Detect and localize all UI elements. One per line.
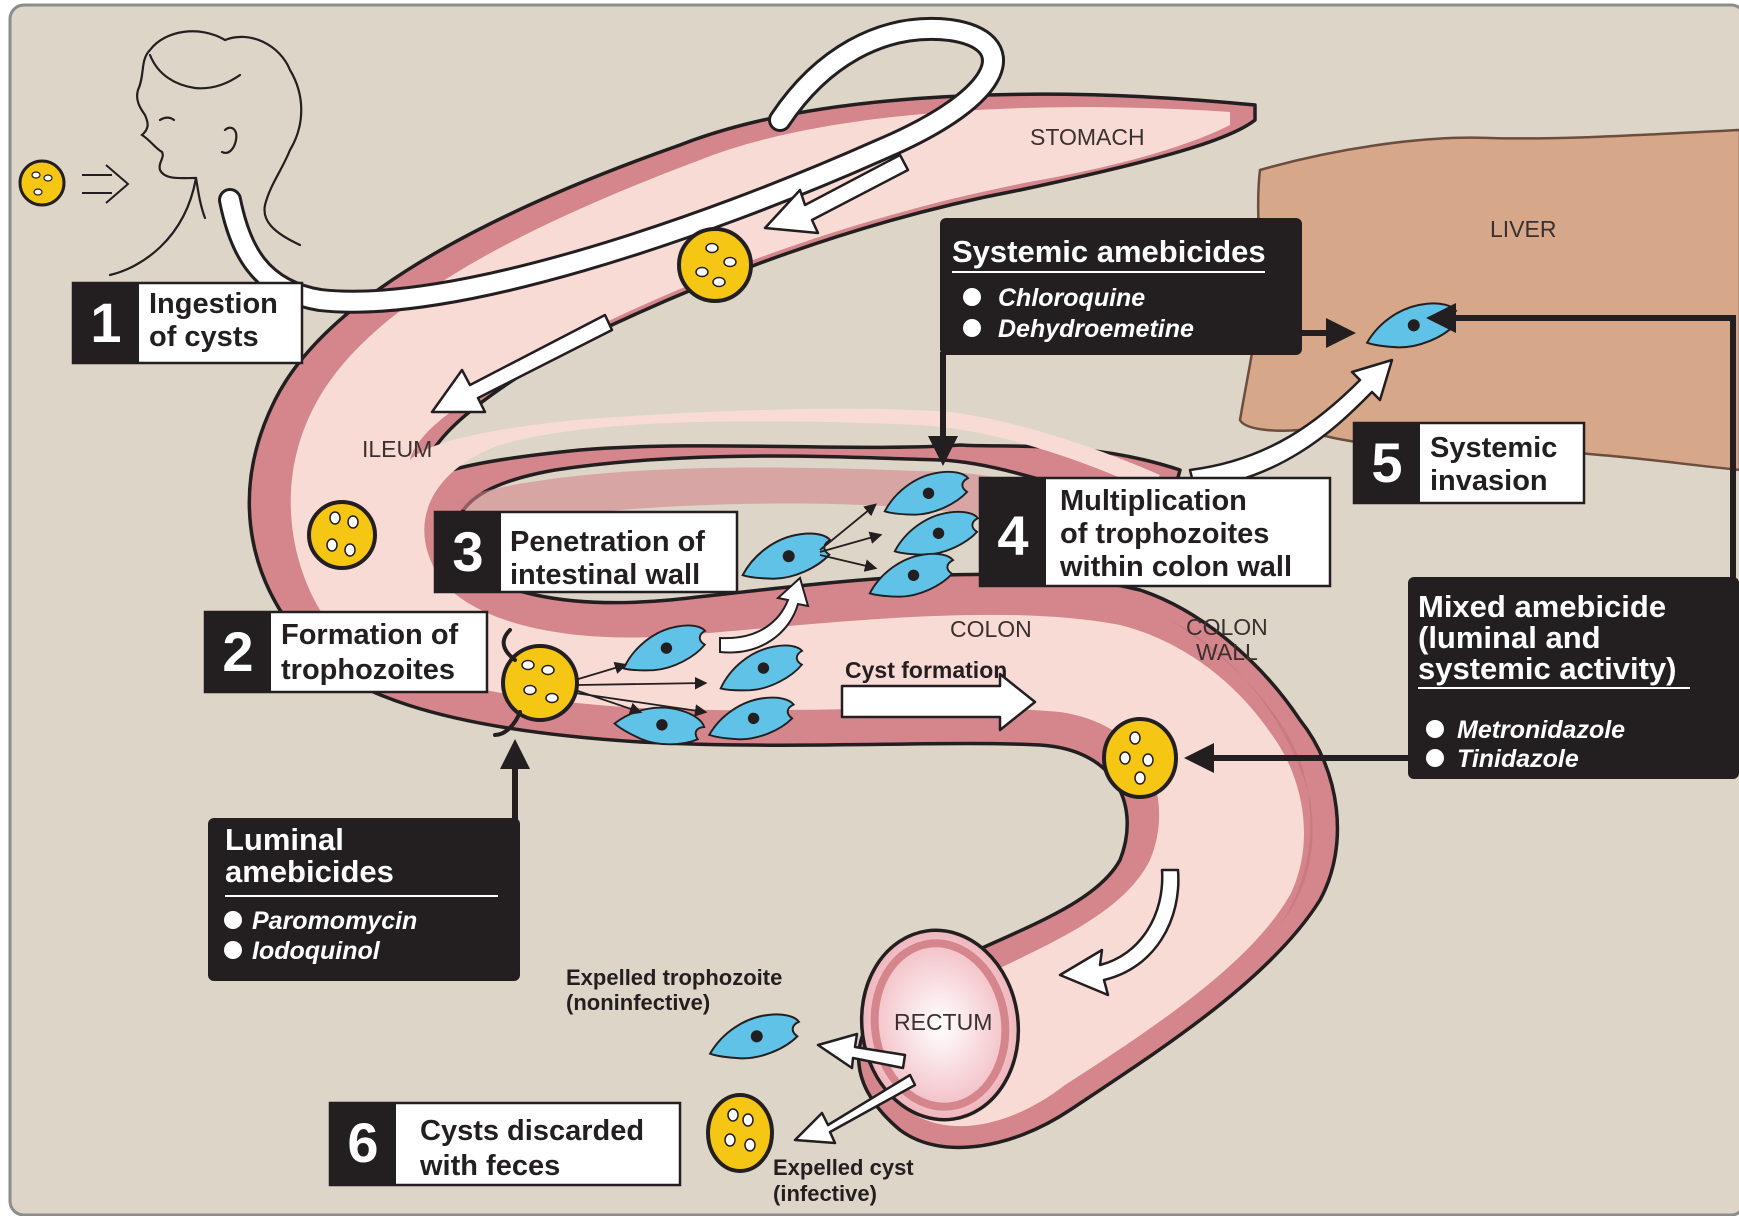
step-3: 3 Penetration of intestinal wall (435, 512, 737, 592)
step-1-line-1: Ingestion (149, 288, 278, 320)
colon-label: COLON (950, 616, 1032, 642)
luminal-amebicides-box: Luminal amebicides Paromomycin Iodoquino… (208, 818, 520, 981)
mixed-amebicide-box: Mixed amebicide (luminal and systemic ac… (1408, 577, 1739, 779)
step-1-number: 1 (90, 291, 121, 354)
step-4-line-3: within colon wall (1059, 551, 1292, 583)
step-4-line-2: of trophozoites (1060, 518, 1269, 550)
step-6: 6 Cysts discarded with feces (330, 1103, 680, 1185)
step-4-line-1: Multiplication (1060, 485, 1247, 517)
step-2: 2 Formation of trophozoites (205, 612, 487, 692)
step-5-line-2: invasion (1430, 465, 1548, 497)
expelled-cyst-caption-2: (infective) (773, 1181, 877, 1206)
step-6-line-2: with feces (419, 1150, 560, 1182)
luminal-amebicides-title-1: Luminal (225, 822, 344, 857)
drug-dehydroemetine: Dehydroemetine (998, 315, 1194, 343)
drug-metronidazole: Metronidazole (1457, 716, 1625, 744)
cyst-icon (309, 502, 375, 568)
step-5-number: 5 (1371, 431, 1402, 494)
expelled-cyst-caption-1: Expelled cyst (773, 1155, 914, 1180)
expelled-cyst-icon (708, 1095, 772, 1171)
mixed-amebicide-title-2: (luminal and (1418, 620, 1601, 655)
ileum-label: ILEUM (362, 436, 432, 462)
step-2-line-2: trophozoites (281, 654, 455, 686)
stomach-label: STOMACH (1030, 124, 1145, 150)
step-5-line-1: Systemic (1430, 432, 1557, 464)
drug-tinidazole: Tinidazole (1457, 745, 1579, 773)
step-6-number: 6 (347, 1111, 378, 1174)
step-5: 5 Systemic invasion (1354, 423, 1584, 503)
cyst-formation-label: Cyst formation (845, 657, 1007, 683)
step-1-line-2: of cysts (149, 321, 259, 353)
cyst-icon (1104, 719, 1176, 797)
colon-wall-label-2: WALL (1196, 639, 1258, 665)
expelled-trophozoite-caption-1: Expelled trophozoite (566, 965, 782, 990)
step-1: 1 Ingestion of cysts (73, 283, 302, 363)
ingested-cyst-icon (20, 161, 64, 205)
step-4: 4 Multiplication of trophozoites within … (980, 478, 1330, 586)
step-3-line-2: intestinal wall (510, 559, 700, 591)
systemic-amebicides-title: Systemic amebicides (952, 234, 1266, 269)
mixed-amebicide-title-1: Mixed amebicide (1418, 589, 1666, 624)
drug-iodoquinol: Iodoquinol (252, 937, 381, 965)
mixed-amebicide-title-3: systemic activity) (1418, 651, 1676, 686)
drug-paromomycin: Paromomycin (252, 907, 417, 935)
systemic-amebicides-box: Systemic amebicides Chloroquine Dehydroe… (940, 218, 1302, 355)
step-4-number: 4 (997, 504, 1028, 567)
step-3-number: 3 (452, 520, 483, 583)
step-2-line-1: Formation of (281, 619, 459, 651)
liver-label: LIVER (1490, 216, 1556, 242)
luminal-amebicides-title-2: amebicides (225, 854, 394, 889)
step-3-line-1: Penetration of (510, 526, 705, 558)
drug-chloroquine: Chloroquine (998, 284, 1145, 312)
step-6-line-1: Cysts discarded (420, 1115, 644, 1147)
expelled-trophozoite-caption-2: (noninfective) (566, 990, 710, 1015)
colon-wall-label-1: COLON (1186, 614, 1268, 640)
cyst-icon (679, 229, 751, 301)
rectum-label: RECTUM (894, 1009, 992, 1035)
step-2-number: 2 (222, 620, 253, 683)
